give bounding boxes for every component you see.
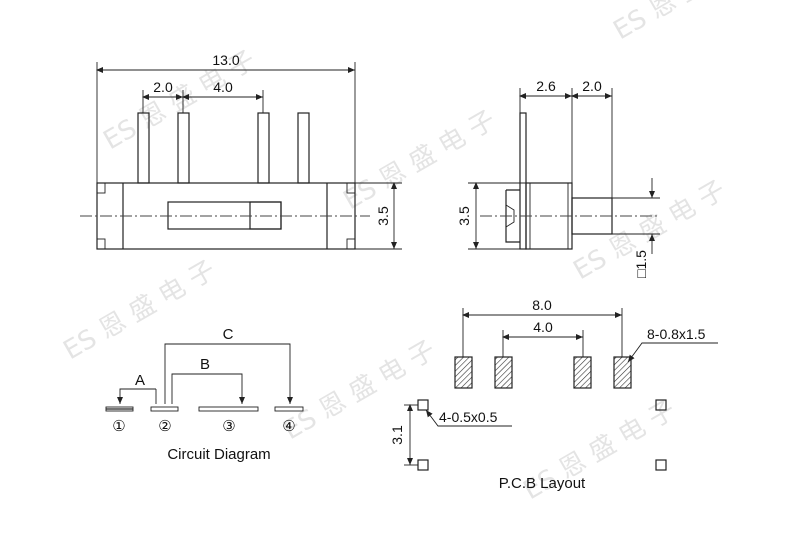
watermark-6: ES 恩 盛 电 子: [279, 335, 441, 446]
circuit-pin-2: ②: [158, 418, 171, 435]
dim-front-pitch-small: 2.0: [153, 79, 173, 95]
circuit-pin-3: ③: [222, 418, 235, 435]
pcb-layout: 8.0 4.0 8-0.8x1.5 4-0.5x0.5 3.1 P.C.B La…: [389, 297, 718, 492]
pin-3: [257, 112, 270, 184]
slider-slot: [167, 201, 282, 230]
dim-side-body: 2.6: [536, 78, 556, 94]
dim-side-height: 3.5: [456, 206, 472, 226]
pin-1: [137, 112, 150, 184]
side-view: 2.6 2.0 3.5 □1.5: [456, 78, 660, 278]
pcb-mount-spec: 4-0.5x0.5: [439, 409, 498, 425]
circuit-pin-4: ④: [282, 418, 295, 435]
pcb-mount-4: [655, 459, 667, 471]
dim-front-height: 3.5: [375, 206, 391, 226]
pin-4: [297, 112, 310, 184]
dim-side-actuator: 2.0: [582, 78, 602, 94]
pcb-mount-1: [417, 399, 429, 411]
watermark-5: ES 恩 盛 电 子: [59, 255, 221, 366]
pin-2: [177, 112, 190, 184]
pcb-caption: P.C.B Layout: [499, 475, 586, 492]
circuit-label-c: C: [223, 326, 234, 343]
slider-knob: [249, 201, 282, 230]
dim-pcb-mount-spacing: 3.1: [389, 425, 405, 445]
pcb-pad-2: [494, 356, 513, 389]
circuit-diagram: A B C ① ② ③ ④ Circuit Diagram: [105, 326, 304, 463]
dim-front-width: 13.0: [212, 52, 239, 68]
pcb-pad-1: [454, 356, 473, 389]
pcb-pad-spec: 8-0.8x1.5: [647, 326, 706, 342]
pcb-mount-2: [655, 399, 667, 411]
dim-pcb-inner: 4.0: [533, 319, 553, 335]
circuit-pin-1: ①: [112, 418, 125, 435]
dim-front-pitch-large: 4.0: [213, 79, 233, 95]
dim-side-actuator-size: □1.5: [633, 250, 649, 278]
pcb-mount-3: [417, 459, 429, 471]
circuit-caption: Circuit Diagram: [167, 446, 270, 463]
watermark-1: ES 恩 盛 电 子: [609, 0, 771, 46]
circuit-label-b: B: [200, 356, 210, 373]
pcb-pad-4: [613, 356, 632, 389]
pcb-pad-3: [573, 356, 592, 389]
front-view: 13.0 2.0 4.0 3.5: [80, 52, 402, 250]
dim-pcb-span: 8.0: [532, 297, 552, 313]
side-pin: [519, 112, 527, 250]
watermark-4: ES 恩 盛 电 子: [569, 175, 731, 286]
circuit-label-a: A: [135, 372, 145, 389]
